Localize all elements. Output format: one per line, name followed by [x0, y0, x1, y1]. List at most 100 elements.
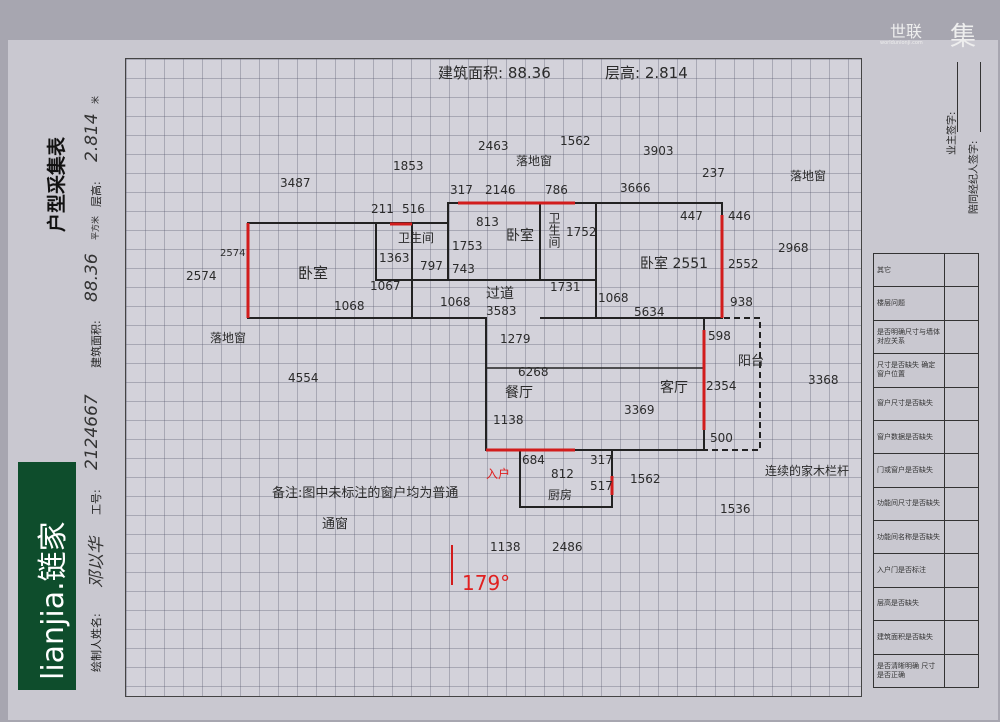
checklist-item-label: 楼层问题	[877, 299, 905, 308]
room-balcony: 阳台	[738, 354, 764, 369]
dim: 2574	[186, 269, 217, 283]
checklist-item: 建筑面积是否缺失	[873, 620, 945, 655]
checklist-row: 是否清晰明确 尺寸是否正确	[873, 653, 979, 688]
room-bathroom-2: 卫生间	[547, 212, 561, 248]
agent-sign-line[interactable]	[980, 62, 981, 132]
checklist-check-cell[interactable]	[944, 252, 979, 288]
checklist-check-cell[interactable]	[944, 319, 979, 355]
note-window-2: 落地窗	[516, 154, 552, 168]
checklist-row: 窗户数据是否缺失	[873, 419, 979, 455]
checklist-item-label: 窗户数据是否缺失	[877, 432, 933, 441]
checklist-check-cell[interactable]	[944, 486, 979, 522]
dim: 2354	[706, 379, 737, 393]
dim: 3583	[486, 304, 517, 318]
dim: 786	[545, 183, 568, 197]
room-bedroom-1: 卧室	[298, 264, 328, 282]
dim: 1068	[440, 295, 471, 309]
checklist-item: 尺寸是否缺失 确定窗户位置	[873, 353, 945, 388]
room-kitchen: 厨房	[548, 487, 572, 502]
checklist-check-cell[interactable]	[944, 653, 979, 688]
dim: 1279	[500, 332, 531, 346]
dim: 797	[420, 259, 443, 273]
checklist-item: 功能间名称是否缺失	[873, 519, 945, 555]
checklist-check-cell[interactable]	[944, 620, 979, 655]
checklist-item: 是否清晰明确 尺寸是否正确	[873, 653, 945, 688]
dim: 684	[522, 453, 545, 467]
dim: 1068	[334, 299, 365, 313]
balcony-walls	[704, 317, 761, 451]
dim: 938	[730, 295, 753, 309]
checklist-row: 功能间名称是否缺失	[873, 519, 979, 555]
remark-line-2: 通窗	[322, 516, 348, 532]
dim: 1731	[550, 280, 581, 294]
checklist-row: 入户门是否标注	[873, 553, 979, 588]
checklist-item: 窗户尺寸是否缺失	[873, 386, 945, 421]
room-bedroom-3: 卧室 2551	[640, 255, 708, 272]
dim: 500	[710, 431, 733, 445]
room-labels: 建筑面积: 88.36 层高: 2.814 卧室 卧室 卧室 2551 卫生间 …	[210, 64, 849, 595]
dim: 1138	[493, 413, 524, 427]
watermark-text: 世联	[890, 22, 923, 41]
checklist-item-label: 入户门是否标注	[877, 566, 926, 575]
room-living: 客厅	[660, 379, 688, 396]
room-bedroom-2: 卧室	[506, 227, 534, 244]
dim: 812	[551, 467, 574, 481]
checklist-item-label: 门或窗户是否缺失	[877, 465, 933, 474]
header-area: 建筑面积: 88.36	[438, 64, 551, 82]
checklist-item-label: 功能间尺寸是否缺失	[877, 499, 940, 508]
checklist-check-cell[interactable]	[944, 586, 979, 622]
dim: 1068	[598, 291, 629, 305]
header-height: 层高: 2.814	[605, 64, 688, 82]
note-railing: 连续的家木栏杆	[765, 463, 849, 478]
bedroom1-walls	[247, 222, 413, 319]
dim: 3487	[280, 176, 311, 190]
dim: 211	[371, 202, 394, 216]
checklist-row: 功能间尺寸是否缺失	[873, 486, 979, 522]
checklist-item-label: 建筑面积是否缺失	[877, 632, 933, 641]
owner-sign-line[interactable]	[957, 62, 958, 132]
dim: 2574	[220, 248, 245, 259]
dim: 1562	[560, 134, 591, 148]
dim: 516	[402, 202, 425, 216]
checklist-row: 建筑面积是否缺失	[873, 620, 979, 655]
checklist-table: 其它楼层问题是否明确尺寸与墙体对应关系尺寸是否缺失 确定窗户位置窗户尺寸是否缺失…	[873, 252, 979, 688]
dim: 4554	[288, 371, 319, 385]
note-window-3: 落地窗	[790, 169, 826, 183]
dimension-labels: 3487 1853 2463 1562 3903 237 3666 317 21…	[186, 134, 839, 554]
room-corridor: 过道	[486, 286, 514, 302]
checklist-row: 窗户尺寸是否缺失	[873, 386, 979, 421]
checklist-check-cell[interactable]	[944, 553, 979, 588]
checklist-row: 楼层问题	[873, 286, 979, 321]
dim: 1363	[379, 251, 410, 265]
checklist-check-cell[interactable]	[944, 419, 979, 455]
checklist-item: 入户门是否标注	[873, 553, 945, 588]
checklist-item-label: 是否明确尺寸与墙体对应关系	[877, 327, 940, 345]
dim: 813	[476, 215, 499, 229]
checklist-item-label: 其它	[877, 265, 891, 274]
watermark-mark: 集	[950, 22, 977, 52]
dim: 446	[728, 209, 751, 223]
dim: 743	[452, 262, 475, 276]
dim: 1853	[393, 159, 424, 173]
dim: 2463	[478, 139, 509, 153]
grid-paper	[125, 58, 862, 697]
dim: 3368	[808, 373, 839, 387]
checklist-check-cell[interactable]	[944, 453, 979, 488]
checklist-item-label: 功能间名称是否缺失	[877, 532, 940, 541]
dim: 2146	[485, 183, 516, 197]
dim: 3369	[624, 403, 655, 417]
checklist-item: 门或窗户是否缺失	[873, 453, 945, 488]
dim: 2968	[778, 241, 809, 255]
room-bathroom-1: 卫生间	[398, 231, 434, 245]
checklist-item-label: 层高是否缺失	[877, 599, 919, 608]
checklist-item-label: 是否清晰明确 尺寸是否正确	[877, 661, 936, 679]
dim: 237	[702, 166, 725, 180]
checklist-row: 门或窗户是否缺失	[873, 453, 979, 488]
note-window-1: 落地窗	[210, 331, 246, 345]
dim: 3903	[643, 144, 674, 158]
dim: 5634	[634, 305, 665, 319]
compass-bearing: 179°	[462, 571, 510, 595]
checklist-item: 功能间尺寸是否缺失	[873, 486, 945, 522]
checklist-item-label: 窗户尺寸是否缺失	[877, 399, 933, 408]
